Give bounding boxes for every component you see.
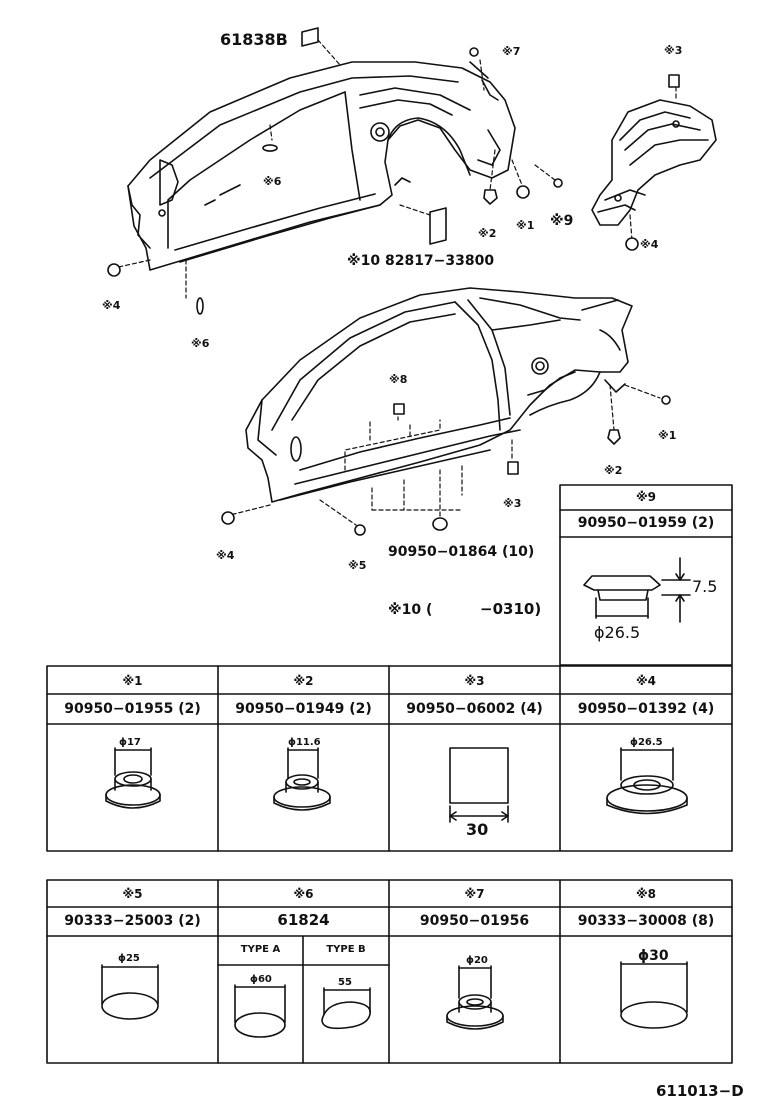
plug-1-mid-icon	[661, 395, 671, 405]
diagram-code: 611013−D	[656, 1082, 744, 1100]
hole-plug-6-icon	[262, 144, 278, 152]
hole-plug-6-pillar-icon	[196, 297, 204, 315]
callout-3-top-label: ※3	[664, 44, 683, 57]
plug-5-illustration	[101, 964, 159, 1020]
plug-4-illustration	[606, 747, 688, 815]
callout-5-mid-label: ※5	[348, 559, 367, 572]
parts-table-1-grid	[46, 665, 733, 852]
table2-part-8: 90333−30008 (8)	[577, 913, 715, 929]
table1-dim-4: ϕ26.5	[630, 737, 663, 748]
detail-9-mark: ※9	[635, 490, 656, 504]
table2-dim-6b: 55	[338, 977, 352, 988]
upper-body-side-panel	[127, 61, 516, 271]
table2-mark-7: ※7	[464, 887, 485, 901]
plug-6a-illustration	[234, 984, 286, 1038]
callout-4-mid-label: ※4	[216, 549, 235, 562]
callout-4-top-right-label: ※4	[640, 238, 659, 251]
callout-6-roof-label: ※6	[263, 175, 282, 188]
table1-mark-3: ※3	[464, 674, 485, 688]
plug-4-top-right-icon	[625, 237, 639, 251]
sheet-61838b-icon	[301, 27, 319, 47]
table1-mark-4: ※4	[635, 674, 656, 688]
callout-2-top-label: ※2	[478, 227, 497, 240]
detail-9-part-number: 90950−01959 (2)	[577, 515, 715, 531]
callout-4-top-left-label: ※4	[102, 299, 121, 312]
plug-9-top-icon	[553, 178, 563, 188]
part-90950-01864-label: 90950−01864 (10)	[388, 544, 535, 560]
callout-8-door-label: ※8	[389, 373, 408, 386]
table2-mark-5: ※5	[122, 887, 143, 901]
callout-7-label: ※7	[502, 45, 521, 58]
table1-part-2: 90950−01949 (2)	[235, 701, 372, 717]
table2-dim-6a: ϕ60	[250, 974, 272, 985]
table2-part-6: 61824	[277, 911, 330, 929]
plug-1-top-icon	[516, 185, 530, 199]
table2-mark-8: ※8	[635, 887, 656, 901]
detail-9-height: 7.5	[692, 577, 718, 596]
plug-7-illustration	[446, 965, 504, 1030]
table1-dim-2: ϕ11.6	[288, 737, 321, 748]
callout-3-mid-label: ※3	[503, 497, 522, 510]
table2-dim-8: ϕ30	[638, 948, 669, 964]
callout-1-mid-label: ※1	[658, 429, 677, 442]
callout-6-pillar-label: ※6	[191, 337, 210, 350]
plug-2-top-icon	[483, 189, 498, 205]
part-61838b-label: 61838B	[220, 30, 288, 49]
plug-2-mid-icon	[607, 429, 621, 445]
table-1-illustrations	[105, 747, 688, 823]
plug-4-top-left-icon	[107, 263, 121, 277]
table2-part-7: 90950−01956	[419, 913, 530, 929]
plug-7-icon	[469, 47, 479, 57]
callout-10-alt-mark: ※10 (	[388, 602, 433, 618]
table2-type-a-label: TYPE A	[240, 944, 281, 955]
inner-wheel-house-panel	[591, 99, 717, 226]
callout-1-top-label: ※1	[516, 219, 535, 232]
table1-mark-1: ※1	[122, 674, 143, 688]
detail-9-box	[559, 484, 733, 666]
table2-dim-7: ϕ20	[466, 955, 488, 966]
parts-table-2-grid	[46, 879, 733, 1064]
table2-type-b-label: TYPE B	[326, 944, 366, 955]
table2-part-5: 90333−25003 (2)	[64, 913, 201, 929]
plug-4-mid-icon	[221, 511, 235, 525]
plug-01864-icon	[432, 517, 448, 531]
table1-dim-1: ϕ17	[119, 737, 141, 748]
callout-10-alt-suffix: −0310)	[480, 600, 542, 618]
plug-6b-illustration	[321, 987, 371, 1030]
table1-mark-2: ※2	[293, 674, 314, 688]
sticker-3-mid-icon	[507, 461, 519, 475]
sticker-3-illustration	[449, 747, 509, 823]
leader-lines	[113, 39, 677, 526]
plug-8-illustration	[620, 961, 688, 1029]
plug-5-mid-icon	[354, 524, 366, 536]
detail-9-diameter: ϕ26.5	[594, 623, 641, 642]
table2-dim-5: ϕ25	[118, 953, 140, 964]
callout-2-mid-label: ※2	[604, 464, 623, 477]
plug-8-door-icon	[393, 403, 405, 415]
callout-9-top-label: ※9	[550, 213, 574, 229]
plug-2-illustration	[273, 747, 331, 811]
lower-body-side-panel	[245, 287, 633, 503]
table1-part-1: 90950−01955 (2)	[64, 701, 201, 717]
table1-part-3: 90950−06002 (4)	[406, 701, 543, 717]
sticker-3-top-icon	[668, 74, 680, 88]
plug-1-illustration	[105, 747, 161, 809]
table1-dim-3: 30	[466, 820, 489, 839]
diagram-part-icons	[107, 27, 680, 536]
callout-10-part-label: ※10 82817−33800	[347, 253, 495, 269]
table1-part-4: 90950−01392 (4)	[577, 701, 715, 717]
label-10-icon	[429, 207, 447, 245]
table-2-illustrations	[101, 961, 688, 1038]
table2-mark-6: ※6	[293, 887, 314, 901]
